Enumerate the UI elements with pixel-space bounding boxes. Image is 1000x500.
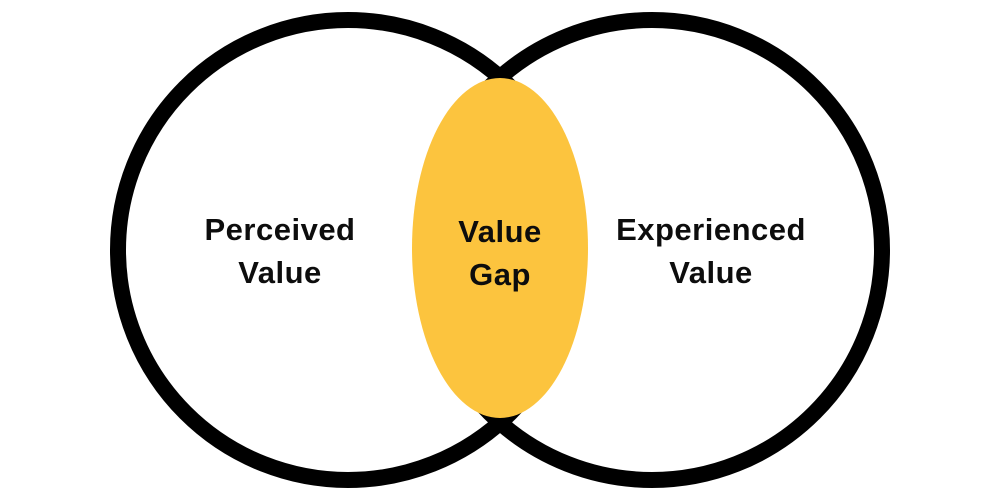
right-circle-label-line2: Value [669, 255, 753, 290]
overlap-label-line2: Gap [469, 257, 531, 292]
left-circle-label: Perceived Value [130, 208, 430, 294]
right-circle-label-line1: Experienced [616, 212, 806, 247]
right-circle-label: Experienced Value [561, 208, 861, 294]
overlap-label: Value Gap [410, 210, 590, 296]
left-circle-label-line1: Perceived [204, 212, 356, 247]
overlap-ellipse [412, 78, 588, 418]
overlap-label-line1: Value [458, 214, 542, 249]
left-circle-label-line2: Value [238, 255, 322, 290]
